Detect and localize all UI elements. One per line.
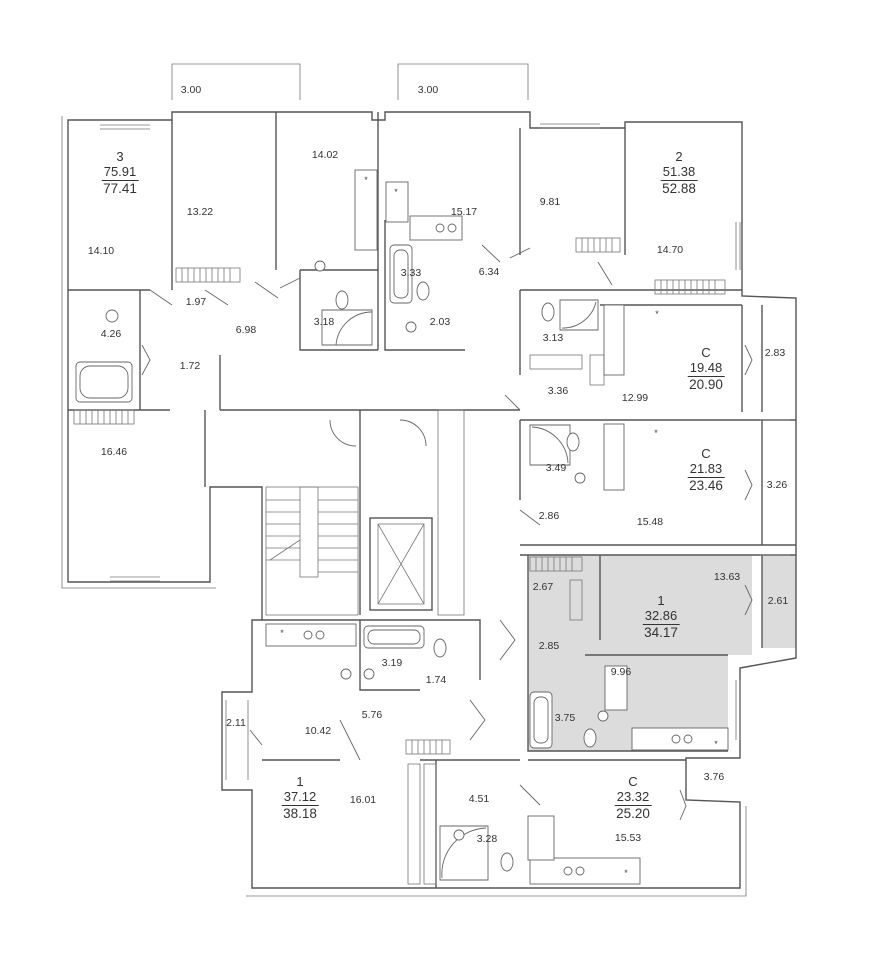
room-area: 6.34 bbox=[478, 265, 500, 278]
room-area: 1.97 bbox=[185, 295, 207, 308]
appliance-marker: * bbox=[624, 868, 628, 878]
room-area: 15.53 bbox=[614, 831, 642, 844]
stair-and-elevator bbox=[265, 409, 465, 616]
room-area: 14.02 bbox=[311, 148, 339, 161]
room-area: 9.81 bbox=[539, 195, 561, 208]
outer-walls bbox=[61, 63, 797, 897]
unit-label: 2 51.38 52.88 bbox=[660, 149, 698, 196]
room-area: 5.76 bbox=[361, 708, 383, 721]
kitchen-fixtures bbox=[265, 169, 729, 885]
windows bbox=[100, 123, 790, 780]
room-area: 2.03 bbox=[429, 315, 451, 328]
room-area: 12.99 bbox=[621, 391, 649, 404]
room-area: 3.76 bbox=[703, 770, 725, 783]
room-area: 9.96 bbox=[610, 665, 632, 678]
unit-label: 1 37.12 38.18 bbox=[281, 774, 319, 821]
room-area: 2.83 bbox=[764, 346, 786, 359]
room-area: 3.13 bbox=[542, 331, 564, 344]
sanitary-fixtures bbox=[75, 203, 609, 881]
room-area: 3.00 bbox=[417, 83, 439, 96]
room-area: 2.11 bbox=[226, 716, 246, 729]
room-area: 3.49 bbox=[545, 461, 567, 474]
unit-label: С 21.83 23.46 bbox=[687, 446, 725, 493]
room-area: 2.86 bbox=[538, 509, 560, 522]
appliance-marker: * bbox=[714, 739, 718, 749]
room-area: 2.67 bbox=[532, 580, 554, 593]
room-area: 1.74 bbox=[425, 673, 447, 686]
room-area: 1.72 bbox=[179, 359, 201, 372]
room-area: 6.98 bbox=[235, 323, 257, 336]
room-area: 4.51 bbox=[468, 792, 490, 805]
room-area: 16.01 bbox=[349, 793, 377, 806]
highlighted-apartment bbox=[528, 555, 796, 751]
unit-label: С 19.48 20.90 bbox=[687, 345, 725, 392]
room-area: 3.36 bbox=[547, 384, 569, 397]
room-area: 13.63 bbox=[713, 570, 741, 583]
room-area: 15.17 bbox=[450, 205, 478, 218]
unit-label: 1 32.86 34.17 bbox=[642, 593, 680, 640]
room-area: 13.22 bbox=[186, 205, 214, 218]
room-area: 2.61 bbox=[767, 594, 789, 607]
appliance-marker: * bbox=[654, 428, 658, 438]
wardrobes bbox=[73, 237, 726, 885]
room-area: 10.42 bbox=[304, 724, 332, 737]
unit-label: 3 75.91 77.41 bbox=[101, 149, 139, 196]
room-area: 15.48 bbox=[636, 515, 664, 528]
room-area: 3.28 bbox=[476, 832, 498, 845]
room-area: 16.46 bbox=[100, 445, 128, 458]
appliance-marker: * bbox=[394, 187, 398, 197]
room-area: 3.26 bbox=[766, 478, 788, 491]
appliance-marker: * bbox=[364, 175, 368, 185]
room-area: 3.33 bbox=[400, 266, 422, 279]
unit-label: С 23.32 25.20 bbox=[614, 774, 652, 821]
room-area: 14.10 bbox=[87, 244, 115, 257]
doors bbox=[141, 244, 753, 821]
room-area: 14.70 bbox=[656, 243, 684, 256]
room-area: 4.26 bbox=[100, 327, 122, 340]
room-area: 3.19 bbox=[381, 656, 403, 669]
room-area: 2.85 bbox=[538, 639, 560, 652]
room-area: 3.75 bbox=[554, 711, 576, 724]
room-area: 3.18 bbox=[313, 315, 335, 328]
room-area: 3.00 bbox=[180, 83, 202, 96]
appliance-marker: * bbox=[280, 628, 284, 638]
appliance-marker: * bbox=[655, 309, 659, 319]
